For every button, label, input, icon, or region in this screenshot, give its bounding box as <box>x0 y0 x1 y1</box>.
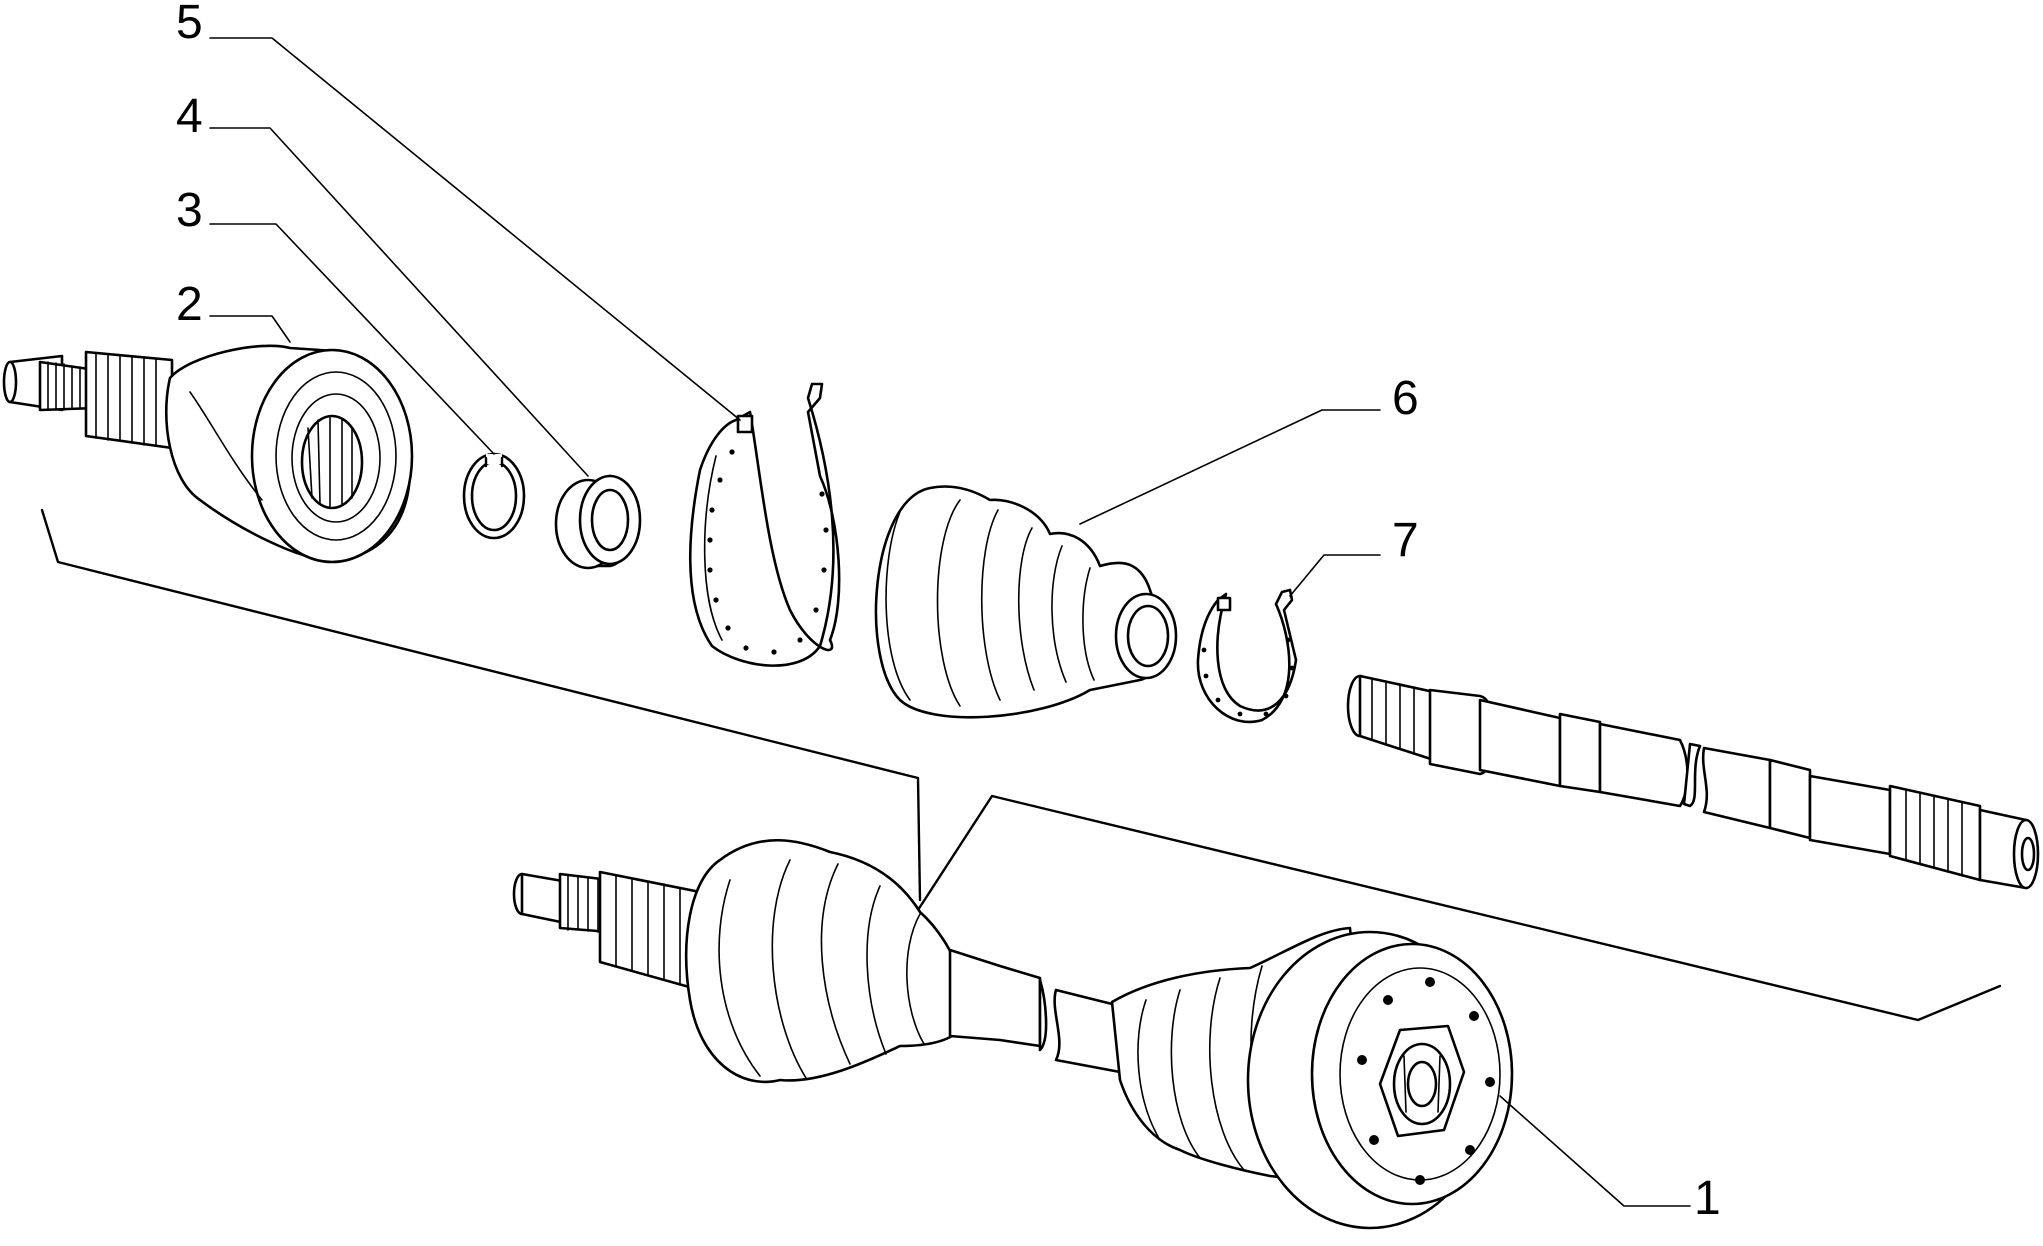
callout-7: 7 <box>1392 514 1419 567</box>
exploded-group-bracket <box>40 508 2002 1022</box>
callout-4: 4 <box>176 90 203 143</box>
callout-2: 2 <box>176 278 203 331</box>
cv-joint-boot <box>874 485 1178 719</box>
drive-shaft-assembly <box>512 838 1514 1230</box>
callout-leaders <box>209 37 1691 1207</box>
leader-7 <box>1289 554 1381 597</box>
large-boot-clamp <box>688 382 841 667</box>
leader-4 <box>209 127 589 477</box>
circlip <box>462 452 526 540</box>
callout-numbers: 1 2 3 4 5 6 7 <box>176 0 1721 1225</box>
callout-5: 5 <box>176 0 203 49</box>
callout-1: 1 <box>1694 1172 1721 1225</box>
spacer-ring <box>554 474 642 570</box>
small-boot-clamp <box>1196 588 1298 724</box>
leader-3 <box>209 223 495 455</box>
callout-6: 6 <box>1392 372 1419 425</box>
intermediate-shaft <box>1346 674 2040 890</box>
callout-3: 3 <box>176 184 203 237</box>
leader-1 <box>1499 1095 1691 1207</box>
leader-5 <box>209 37 741 421</box>
outer-cv-joint-housing <box>2 344 414 564</box>
leader-6 <box>1079 409 1381 525</box>
leader-2 <box>209 315 291 343</box>
